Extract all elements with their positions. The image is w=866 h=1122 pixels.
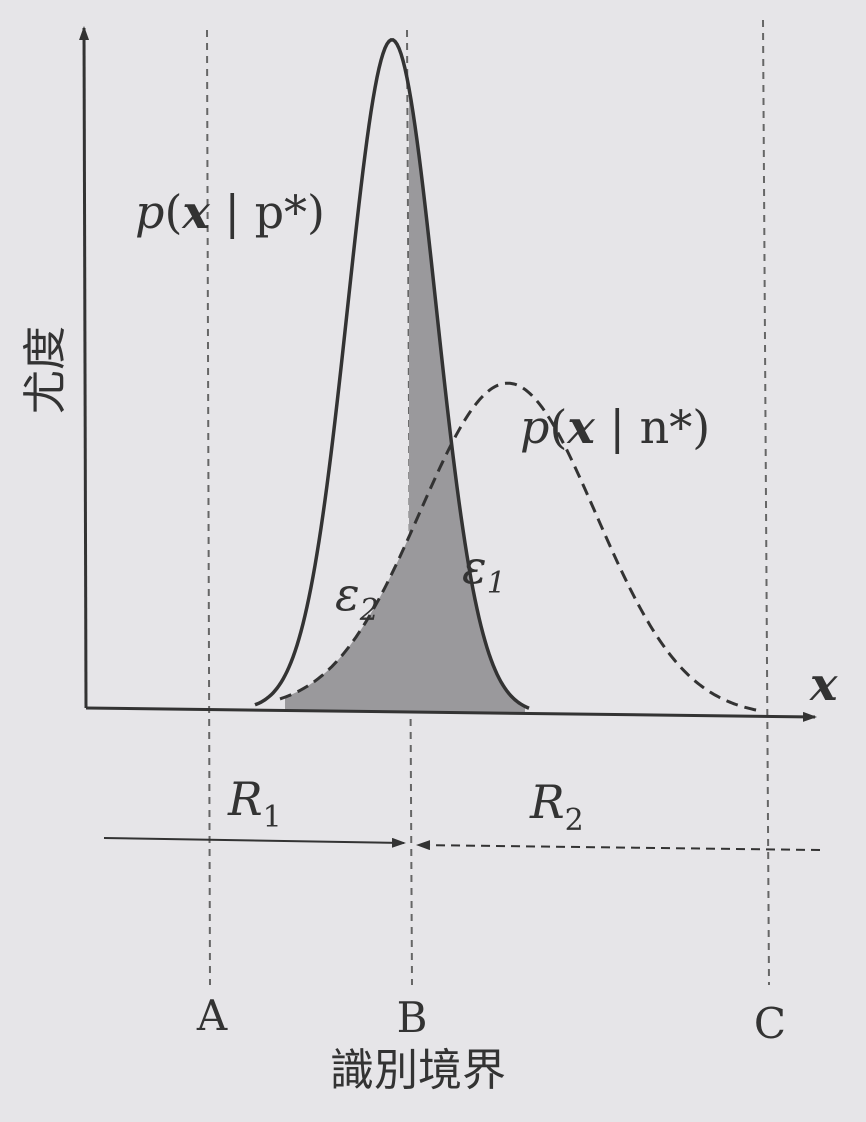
point-label-b: B: [397, 993, 428, 1042]
curve-label-negative: p(x | n*): [520, 400, 710, 454]
error-region-e2: [285, 536, 409, 712]
error-region-e1: [409, 88, 525, 714]
region-label-r1: R1: [227, 772, 282, 835]
x-axis-label: x: [809, 657, 838, 711]
guide-line-a: [206, 29, 211, 986]
guide-line-c: [762, 19, 770, 986]
point-label-c: C: [754, 999, 786, 1048]
guide-line-b: [406, 29, 413, 986]
curve-p-given-positive: [254, 38, 530, 710]
y-axis-label: 尤度: [20, 326, 71, 414]
point-label-a: A: [196, 991, 228, 1040]
error-label-e2: ε2: [335, 567, 379, 628]
y-axis: [79, 26, 90, 709]
decision-boundary-label: 識別境界: [330, 1045, 506, 1096]
region-r1-arrow: [103, 837, 406, 848]
region-r2-arrow: [416, 840, 821, 851]
curve-label-positive: p(x | p*): [135, 185, 325, 239]
error-label-e1: ε1: [462, 540, 506, 601]
x-axis: [85, 706, 817, 722]
region-label-r2: R2: [529, 775, 584, 838]
